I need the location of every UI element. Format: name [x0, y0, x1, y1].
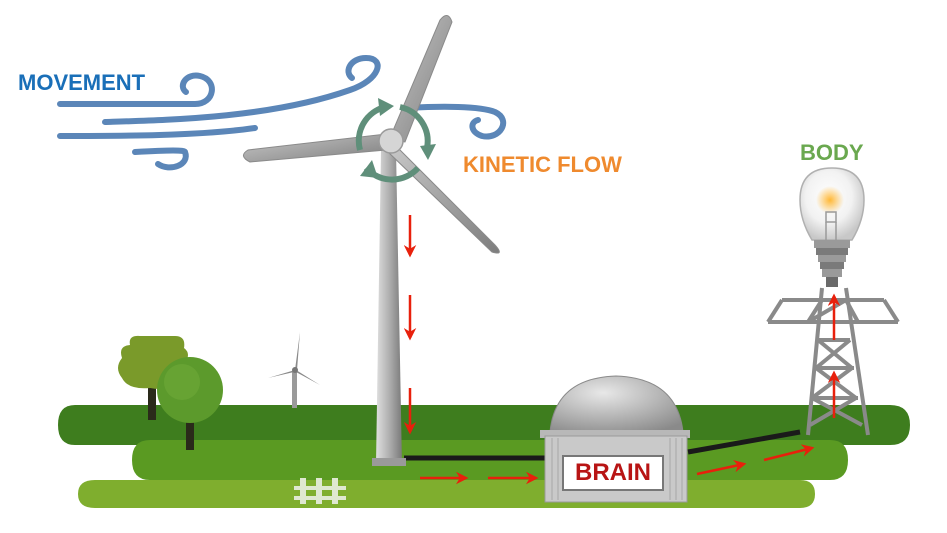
flow-arrow-right-3	[696, 459, 747, 476]
tree-icon	[118, 335, 223, 450]
flow-arrow-right-4	[763, 444, 815, 462]
brain-label: BRAIN	[575, 459, 651, 486]
light-bulb-icon	[799, 167, 865, 287]
fence-icon	[294, 478, 346, 504]
small-wind-turbine-icon	[268, 332, 320, 408]
flow-arrows	[403, 215, 841, 485]
wind-turbine-icon	[243, 15, 500, 466]
cable-lines	[404, 429, 801, 461]
movement-label: MOVEMENT	[18, 70, 146, 95]
wind-icon	[57, 54, 507, 171]
body-label: BODY	[800, 140, 864, 165]
kinetic-flow-label: KINETIC FLOW	[463, 152, 622, 177]
brain-label-box: BRAIN	[562, 455, 664, 491]
